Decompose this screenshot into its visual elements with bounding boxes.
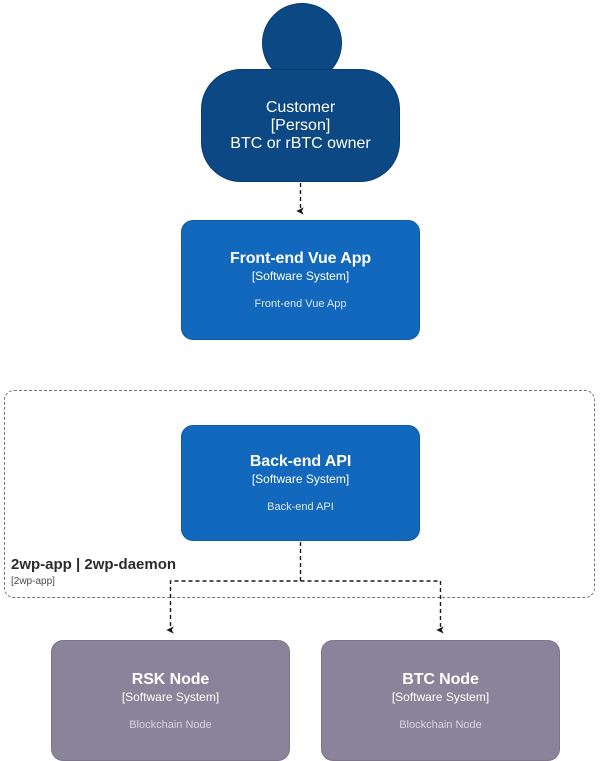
node-rsk-type: [Software System]	[121, 689, 220, 704]
node-customer-title: Customer	[265, 98, 336, 116]
node-btc-node[interactable]: BTC Node [Software System] Blockchain No…	[321, 640, 560, 761]
node-backend-api[interactable]: Back-end API [Software System] Back-end …	[181, 425, 420, 541]
node-backend-type: [Software System]	[251, 472, 350, 486]
node-backend-description: Back-end API	[267, 501, 334, 513]
node-frontend-type: [Software System]	[251, 269, 350, 283]
node-btc-title: BTC Node	[402, 670, 479, 688]
boundary-type: [2wp-app]	[11, 576, 55, 587]
node-customer-type: [Person]	[270, 116, 331, 134]
node-customer-description: BTC or rBTC owner	[230, 134, 371, 152]
node-rsk-node[interactable]: RSK Node [Software System] Blockchain No…	[51, 640, 290, 761]
node-btc-description: Blockchain Node	[399, 718, 482, 731]
node-frontend-vue-app[interactable]: Front-end Vue App [Software System] Fron…	[181, 220, 420, 340]
node-frontend-description: Front-end Vue App	[254, 298, 347, 310]
node-backend-title: Back-end API	[249, 453, 352, 470]
node-frontend-title: Front-end Vue App	[229, 250, 372, 267]
node-customer-labels: Customer [Person] BTC or rBTC owner	[201, 69, 400, 182]
node-rsk-title: RSK Node	[131, 670, 210, 688]
node-rsk-description: Blockchain Node	[129, 718, 212, 731]
person-body-shape	[201, 69, 400, 182]
boundary-name: 2wp-app | 2wp-daemon	[11, 556, 177, 573]
node-customer[interactable]: Customer [Person] BTC or rBTC owner	[201, 3, 400, 182]
node-btc-type: [Software System]	[391, 689, 490, 704]
boundary-label: 2wp-app | 2wp-daemon [2wp-app]	[11, 556, 176, 588]
